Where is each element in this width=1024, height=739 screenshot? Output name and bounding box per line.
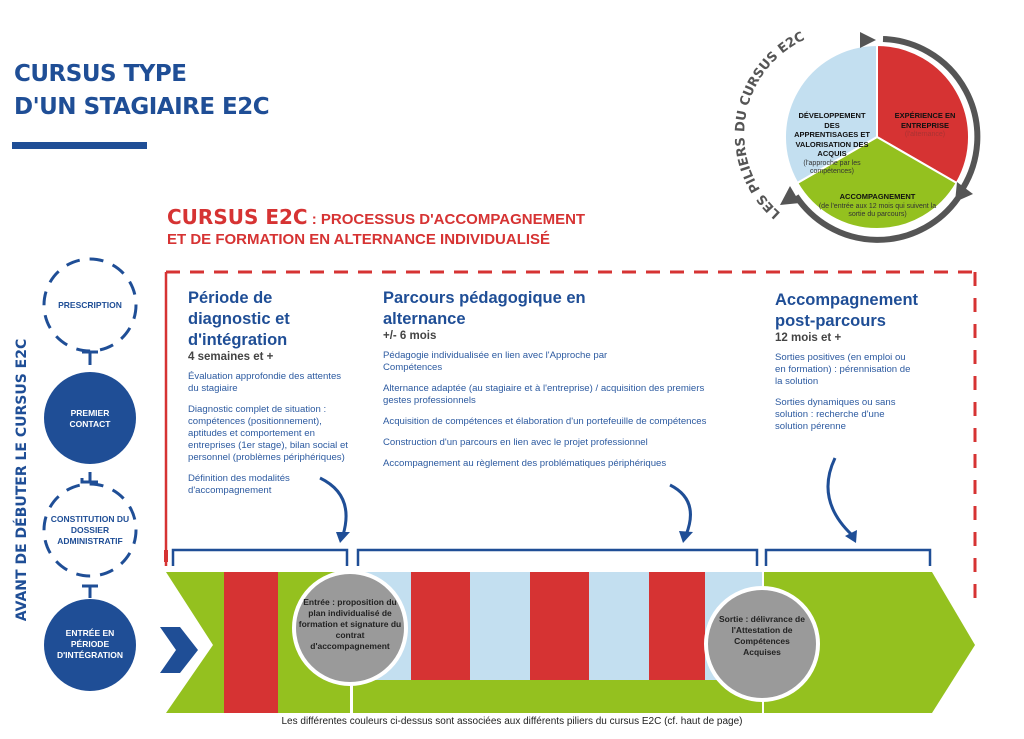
column-title: Période de diagnostic et d'intégration bbox=[188, 289, 290, 349]
exit-milestone-circle bbox=[704, 586, 820, 702]
footnote: Les différentes couleurs ci-dessus sont … bbox=[281, 716, 743, 727]
column-item: Sorties positives (en emploi ou en forma… bbox=[775, 352, 911, 387]
title-underline bbox=[12, 142, 147, 149]
column-duration: 4 semaines et + bbox=[188, 351, 274, 363]
before-steps-graphics bbox=[42, 257, 138, 598]
column-item: Sorties dynamiques ou sans solution : re… bbox=[775, 397, 896, 432]
pillar-blue-label: DÉVELOPPEMENT DES APPRENTISAGES ET VALOR… bbox=[792, 111, 872, 177]
column-post-parcours: Accompagnement post-parcours 12 mois et … bbox=[775, 290, 950, 442]
column-item: Diagnostic complet de situation : compét… bbox=[188, 404, 348, 463]
pillar-red-note: (l'alternance) bbox=[904, 131, 946, 138]
title-line-2: D'UN STAGIAIRE E2C bbox=[14, 94, 270, 120]
column-item: Pédagogie individualisée en lien avec l'… bbox=[383, 350, 608, 373]
pillar-green-note: (de l'entrée aux 12 mois qui suivent la … bbox=[818, 202, 937, 219]
pillar-green-title: ACCOMPAGNEMENT bbox=[839, 192, 916, 201]
cursus-frame bbox=[164, 270, 977, 610]
column-item: Acquisition de compétences et élaboratio… bbox=[383, 416, 707, 427]
ring-arrowhead bbox=[860, 32, 876, 48]
column-item: Évaluation approfondie des attentes du s… bbox=[188, 371, 342, 394]
step-prescription: PRESCRIPTION bbox=[58, 300, 122, 310]
section-subtitle: CURSUS E2C : PROCESSUS D'ACCOMPAGNEMENT … bbox=[167, 207, 585, 250]
step-circle-constitution bbox=[42, 482, 138, 578]
ring-arrowhead bbox=[780, 186, 800, 205]
step-circle-premier-contact bbox=[44, 372, 136, 464]
column-title: Accompagnement post-parcours bbox=[775, 291, 919, 330]
column-item: Définition des modalités d'accompagnemen… bbox=[188, 473, 290, 496]
step-circle-entree bbox=[44, 599, 136, 691]
pillar-red-title: EXPÉRIENCE EN ENTREPRISE bbox=[894, 111, 956, 130]
before-vertical-label: AVANT DE DÉBUTER LE CURSUS E2C bbox=[14, 338, 30, 622]
pie-slice-green bbox=[795, 135, 959, 230]
title-line-1: CURSUS TYPE bbox=[14, 61, 187, 87]
phase-brackets bbox=[171, 548, 932, 566]
step-premier-contact: PREMIER CONTACT bbox=[69, 408, 111, 429]
timeline-band bbox=[166, 570, 975, 713]
pillar-red-label: EXPÉRIENCE EN ENTREPRISE (l'alternance) bbox=[890, 111, 960, 140]
pie-ring-arrows bbox=[793, 36, 981, 243]
step-entree-integration: ENTRÉE EN PÉRIODE D'INTÉGRATION bbox=[56, 628, 124, 660]
entry-milestone-text: Entrée : proposition du plan individuali… bbox=[298, 597, 402, 651]
pillar-blue-title: DÉVELOPPEMENT DES APPRENTISAGES ET VALOR… bbox=[794, 111, 870, 158]
column-duration: 12 mois et + bbox=[775, 332, 842, 344]
column-duration: +/- 6 mois bbox=[383, 330, 437, 342]
pillar-green-label: ACCOMPAGNEMENT (de l'entrée aux 12 mois … bbox=[815, 192, 940, 220]
pillar-blue-note: (l'approche par les compétences) bbox=[803, 159, 861, 176]
subtitle-line-2: ET DE FORMATION EN ALTERNANCE INDIVIDUAL… bbox=[167, 231, 551, 248]
column-item: Accompagnement au règlement des probléma… bbox=[383, 458, 667, 469]
pie-slice-red bbox=[876, 43, 971, 185]
page-title: CURSUS TYPE D'UN STAGIAIRE E2C bbox=[14, 58, 270, 124]
exit-milestone-text: Sortie : délivrance de l'Attestation de … bbox=[719, 614, 805, 657]
column-item: Alternance adaptée (au stagiaire et à l'… bbox=[383, 383, 705, 406]
column-diagnostic: Période de diagnostic et d'intégration 4… bbox=[188, 288, 348, 506]
step-constitution-dossier: CONSTITUTION DU DOSSIER ADMINISTRATIF bbox=[50, 514, 130, 546]
column-title: Parcours pédagogique en alternance bbox=[383, 289, 586, 328]
pie-slice-blue bbox=[783, 43, 878, 185]
column-item: Construction d'un parcours en lien avec … bbox=[383, 437, 648, 448]
curved-arrow-icons bbox=[319, 457, 854, 537]
band-post-parcours bbox=[764, 572, 975, 713]
entry-arrow-icon bbox=[160, 627, 198, 673]
entry-milestone-circle bbox=[292, 570, 408, 686]
ring-arrowhead bbox=[955, 182, 973, 202]
subtitle-strong: CURSUS E2C bbox=[167, 205, 308, 229]
subtitle-rest: : PROCESSUS D'ACCOMPAGNEMENT bbox=[307, 211, 586, 228]
column-parcours: Parcours pédagogique en alternance +/- 6… bbox=[383, 288, 713, 479]
